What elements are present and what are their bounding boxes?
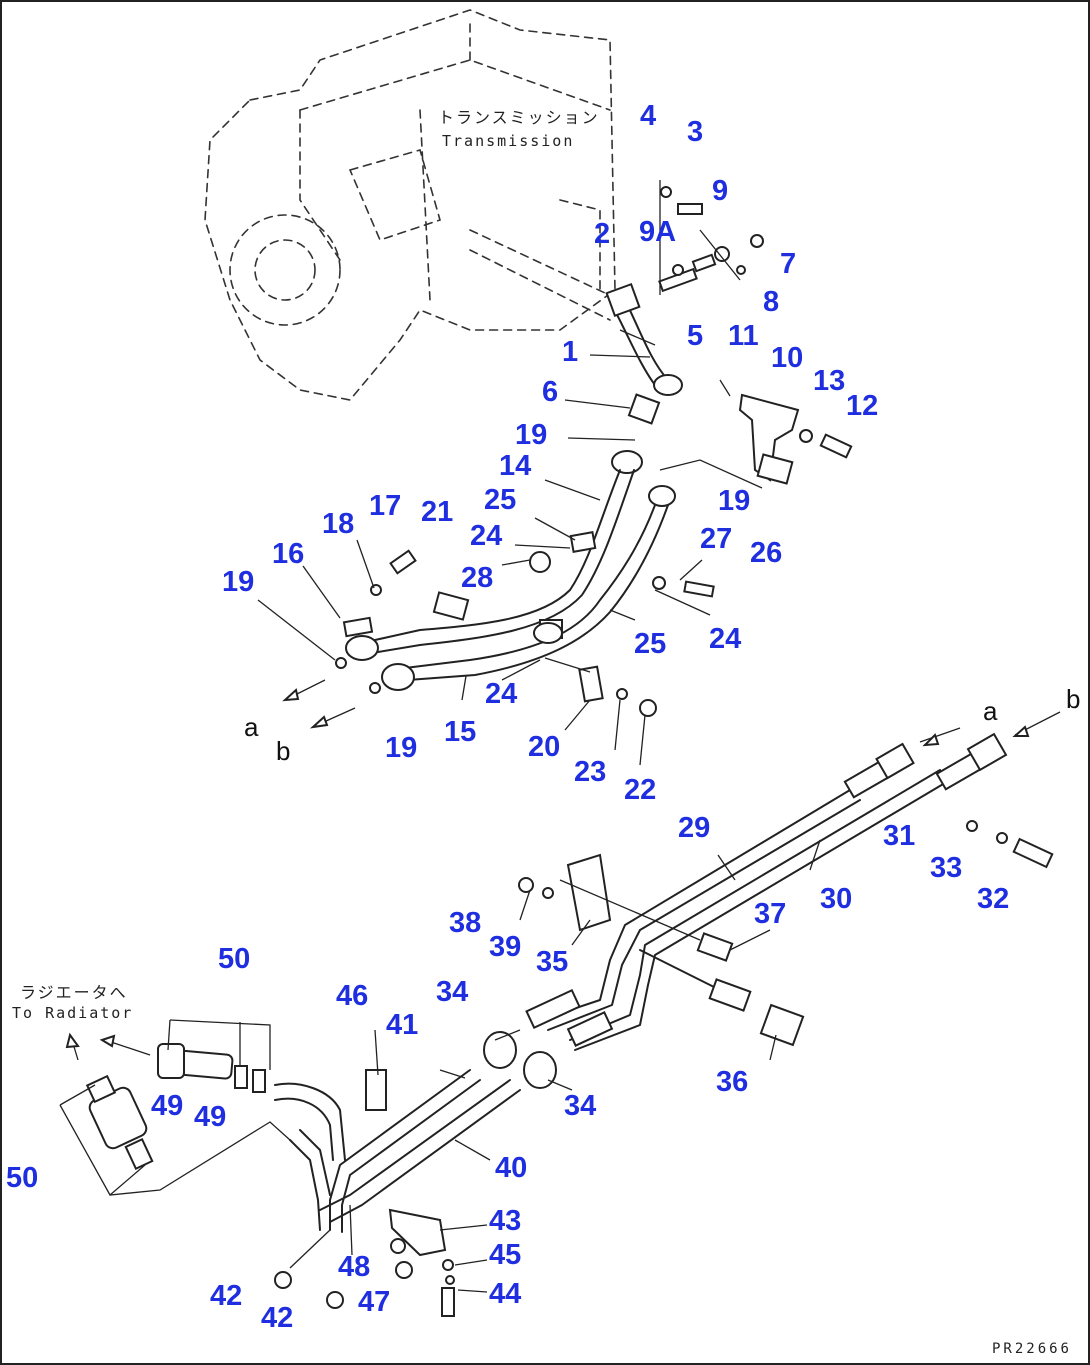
- tube-1-assembly: [605, 180, 764, 425]
- callout-43: 43: [489, 1205, 522, 1237]
- callout-18: 18: [322, 508, 355, 540]
- connection-letter-b: b: [276, 736, 291, 766]
- callout-30: 30: [820, 883, 853, 915]
- radiator-en-label: To Radiator: [12, 1004, 134, 1022]
- callout-47: 47: [358, 1286, 391, 1318]
- callout-6: 6: [542, 376, 559, 408]
- callout-26: 26: [750, 537, 783, 569]
- callout-1: 1: [562, 336, 579, 368]
- callout-33: 33: [930, 852, 963, 884]
- callout-21: 21: [421, 496, 454, 528]
- callout-11: 11: [728, 320, 759, 352]
- callout-34: 34: [436, 976, 469, 1008]
- callout-28: 28: [461, 562, 494, 594]
- callout-49: 49: [151, 1090, 184, 1122]
- callout-9a: 9A: [639, 216, 677, 248]
- callout-29: 29: [678, 812, 711, 844]
- connection-letter-a: a: [244, 712, 259, 742]
- callout-19: 19: [718, 485, 751, 517]
- callout-23: 23: [574, 756, 607, 788]
- callout-12: 12: [846, 390, 879, 422]
- callout-35: 35: [536, 946, 569, 978]
- callout-24: 24: [485, 678, 518, 710]
- callout-2: 2: [594, 218, 611, 250]
- callout-50: 50: [6, 1162, 39, 1194]
- callout-36: 36: [716, 1066, 749, 1098]
- arrows-ab-upper: [282, 679, 356, 729]
- callout-40: 40: [495, 1152, 528, 1184]
- radiator-jp-label: ラジエータへ: [20, 983, 128, 1002]
- callout-16: 16: [272, 538, 305, 570]
- transmission-outline: [204, 9, 621, 401]
- callout-37: 37: [754, 898, 787, 930]
- drawing-code: PR22666: [991, 1341, 1072, 1357]
- callout-10: 10: [771, 342, 804, 374]
- callout-25: 25: [484, 484, 517, 516]
- callout-15: 15: [444, 716, 477, 748]
- callout-34: 34: [564, 1090, 597, 1122]
- callout-7: 7: [780, 248, 797, 280]
- callout-4: 4: [640, 100, 657, 132]
- callout-19: 19: [515, 419, 548, 451]
- callout-19: 19: [385, 732, 418, 764]
- callout-31: 31: [883, 820, 916, 852]
- callout-42: 42: [261, 1302, 294, 1334]
- callout-20: 20: [528, 731, 561, 763]
- callout-49: 49: [194, 1101, 227, 1133]
- callout-39: 39: [489, 931, 522, 963]
- callout-24: 24: [470, 520, 503, 552]
- callout-44: 44: [489, 1278, 522, 1310]
- callout-48: 48: [338, 1251, 371, 1283]
- callout-22: 22: [624, 774, 657, 806]
- tubes-40-41: [274, 988, 614, 1317]
- callout-9: 9: [712, 175, 729, 207]
- callout-19: 19: [222, 566, 255, 598]
- callout-3: 3: [687, 116, 704, 148]
- callout-27: 27: [700, 523, 733, 555]
- callout-42: 42: [210, 1280, 243, 1312]
- hose-14-15: [335, 450, 763, 717]
- callout-45: 45: [489, 1239, 522, 1271]
- callout-24: 24: [709, 623, 742, 655]
- transmission-jp-label: トランスミッション: [438, 108, 600, 127]
- callout-25: 25: [634, 628, 667, 660]
- connection-letter-b: b: [1066, 684, 1081, 714]
- hoses-49-clamps-50: [59, 1019, 291, 1196]
- tubes-29-30: [518, 711, 1061, 1051]
- callout-17: 17: [369, 490, 402, 522]
- callout-13: 13: [813, 365, 846, 397]
- callout-8: 8: [763, 286, 780, 318]
- transmission-en-label: Transmission: [442, 132, 575, 150]
- callout-38: 38: [449, 907, 482, 939]
- callout-5: 5: [687, 320, 704, 352]
- callout-46: 46: [336, 980, 369, 1012]
- callout-50: 50: [218, 943, 251, 975]
- callout-41: 41: [386, 1009, 419, 1041]
- callout-14: 14: [499, 450, 532, 482]
- callout-32: 32: [977, 883, 1010, 915]
- connection-letter-a: a: [983, 696, 998, 726]
- leader-lines: [257, 354, 821, 1293]
- bracket-10: [719, 379, 853, 485]
